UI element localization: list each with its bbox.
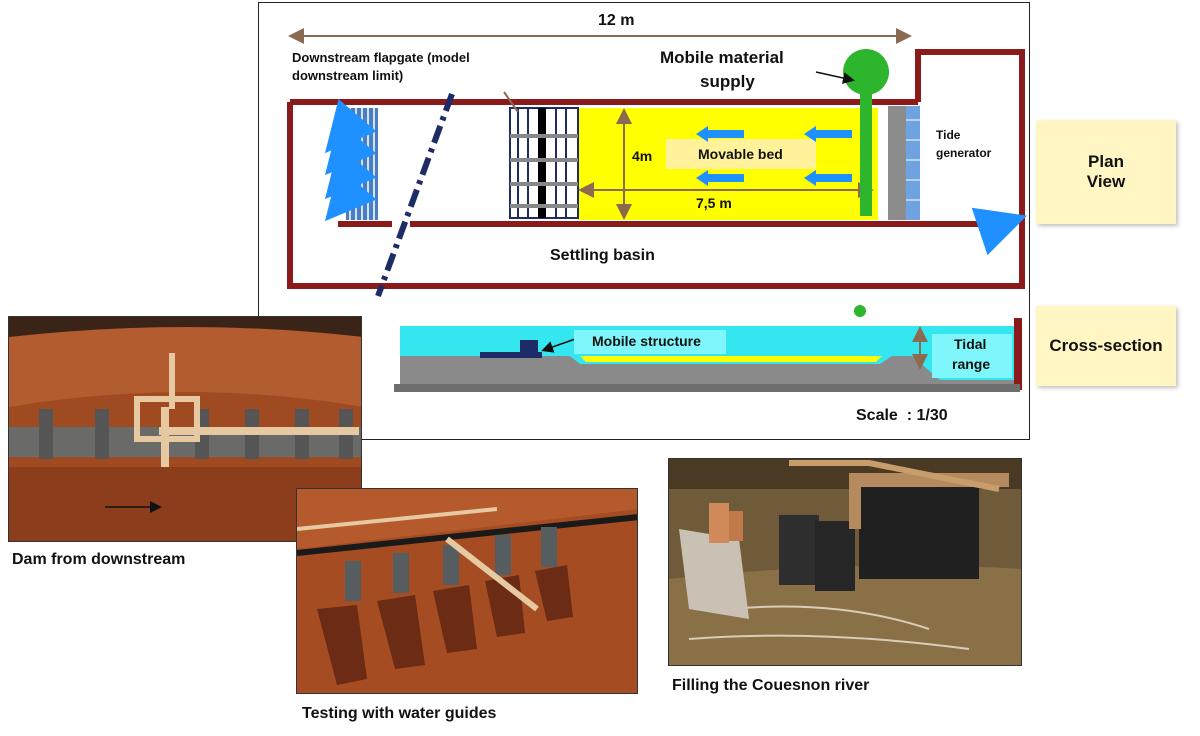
basin-label: Settling basin <box>550 247 655 264</box>
cross-section-label: Cross-section <box>1049 336 1163 355</box>
width-label: 4m <box>632 148 653 164</box>
flapgate-bars <box>346 108 378 220</box>
plan-view-diagram <box>287 28 1027 392</box>
flow-arrows <box>696 126 852 186</box>
flapgate-label-line1: Downstream flapgate (model <box>292 50 470 65</box>
grid-structure <box>509 107 579 219</box>
bed-label: Movable bed <box>698 146 783 162</box>
tidal-label-line1: Tidal <box>954 336 987 352</box>
flapgate-label-line2: downstream limit) <box>292 68 404 83</box>
tidal-label-line2: range <box>952 356 991 372</box>
outflow-arrows <box>324 98 377 222</box>
plan-view-line2: View <box>1086 172 1126 191</box>
filling-photo <box>668 458 1022 666</box>
water-guides-photo <box>296 488 638 694</box>
plan-view-note: Plan View <box>1036 120 1176 224</box>
tide-generator <box>888 106 920 220</box>
bed-length-label: 7,5 m <box>696 195 732 211</box>
tide-label-line1: Tide <box>936 128 961 142</box>
length-label: 12 m <box>598 12 635 29</box>
guides-caption: Testing with water guides <box>302 705 497 722</box>
dam-caption: Dam from downstream <box>12 551 186 568</box>
tide-outflow-arrow <box>971 207 1027 256</box>
cross-section-diagram <box>394 305 1022 392</box>
basin-outer-wall <box>287 49 1025 289</box>
supply-label-line1: Mobile material <box>660 48 784 67</box>
tide-label-line2: generator <box>936 146 992 160</box>
scale-label: Scale : 1/30 <box>856 407 948 424</box>
structure-label: Mobile structure <box>592 333 701 349</box>
cross-section-note: Cross-section <box>1036 306 1176 386</box>
supply-label-line2: supply <box>700 72 755 91</box>
model-limit-line <box>375 92 455 298</box>
plan-view-line1: Plan <box>1088 152 1124 171</box>
filling-caption: Filling the Couesnon river <box>672 677 870 694</box>
